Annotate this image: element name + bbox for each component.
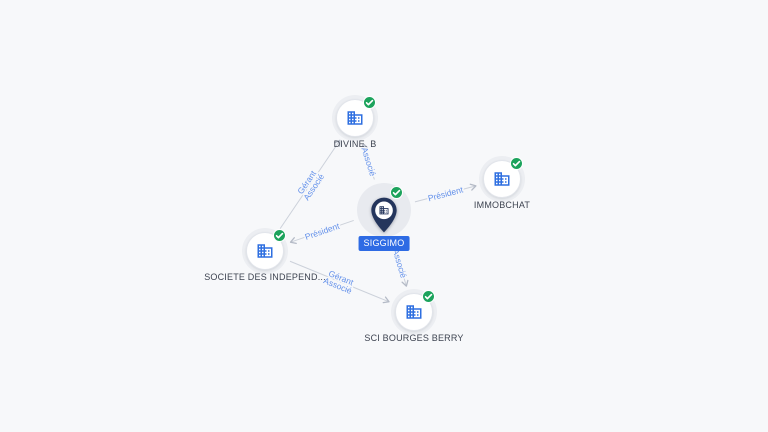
company-node-circle[interactable] xyxy=(246,229,286,270)
company-node-circle[interactable] xyxy=(483,157,523,198)
company-node-label: SOCIETE DES INDEPEND... xyxy=(204,272,326,282)
central-node-halo[interactable] xyxy=(357,183,411,237)
edge-societe-des-independ-to-divine-b xyxy=(279,139,341,229)
map-pin-icon xyxy=(371,197,397,233)
verified-check-icon xyxy=(363,96,376,109)
company-node-label: IMMOBCHAT xyxy=(473,200,531,210)
verified-check-icon xyxy=(422,290,435,303)
building-icon xyxy=(347,111,363,125)
edge-siggimo-to-divine-b xyxy=(361,143,375,180)
building-icon xyxy=(379,206,389,215)
central-node-label: SIGGIMO xyxy=(358,236,410,251)
company-node-label: SCI BOURGES BERRY xyxy=(364,333,464,343)
company-node-label: DIVINE. B xyxy=(333,139,377,149)
building-icon xyxy=(494,172,510,186)
building-icon xyxy=(257,244,273,258)
verified-check-icon xyxy=(510,157,523,170)
verified-check-icon xyxy=(273,229,286,242)
company-node-circle[interactable] xyxy=(336,96,376,137)
edge-societe-des-independ-to-sci-bourges-berry xyxy=(289,260,390,304)
building-icon xyxy=(406,305,422,319)
verified-check-icon xyxy=(390,186,403,199)
edge-siggimo-to-societe-des-independ xyxy=(289,219,354,245)
edge-siggimo-to-immobchat xyxy=(414,183,477,203)
company-node-circle[interactable] xyxy=(395,290,435,331)
